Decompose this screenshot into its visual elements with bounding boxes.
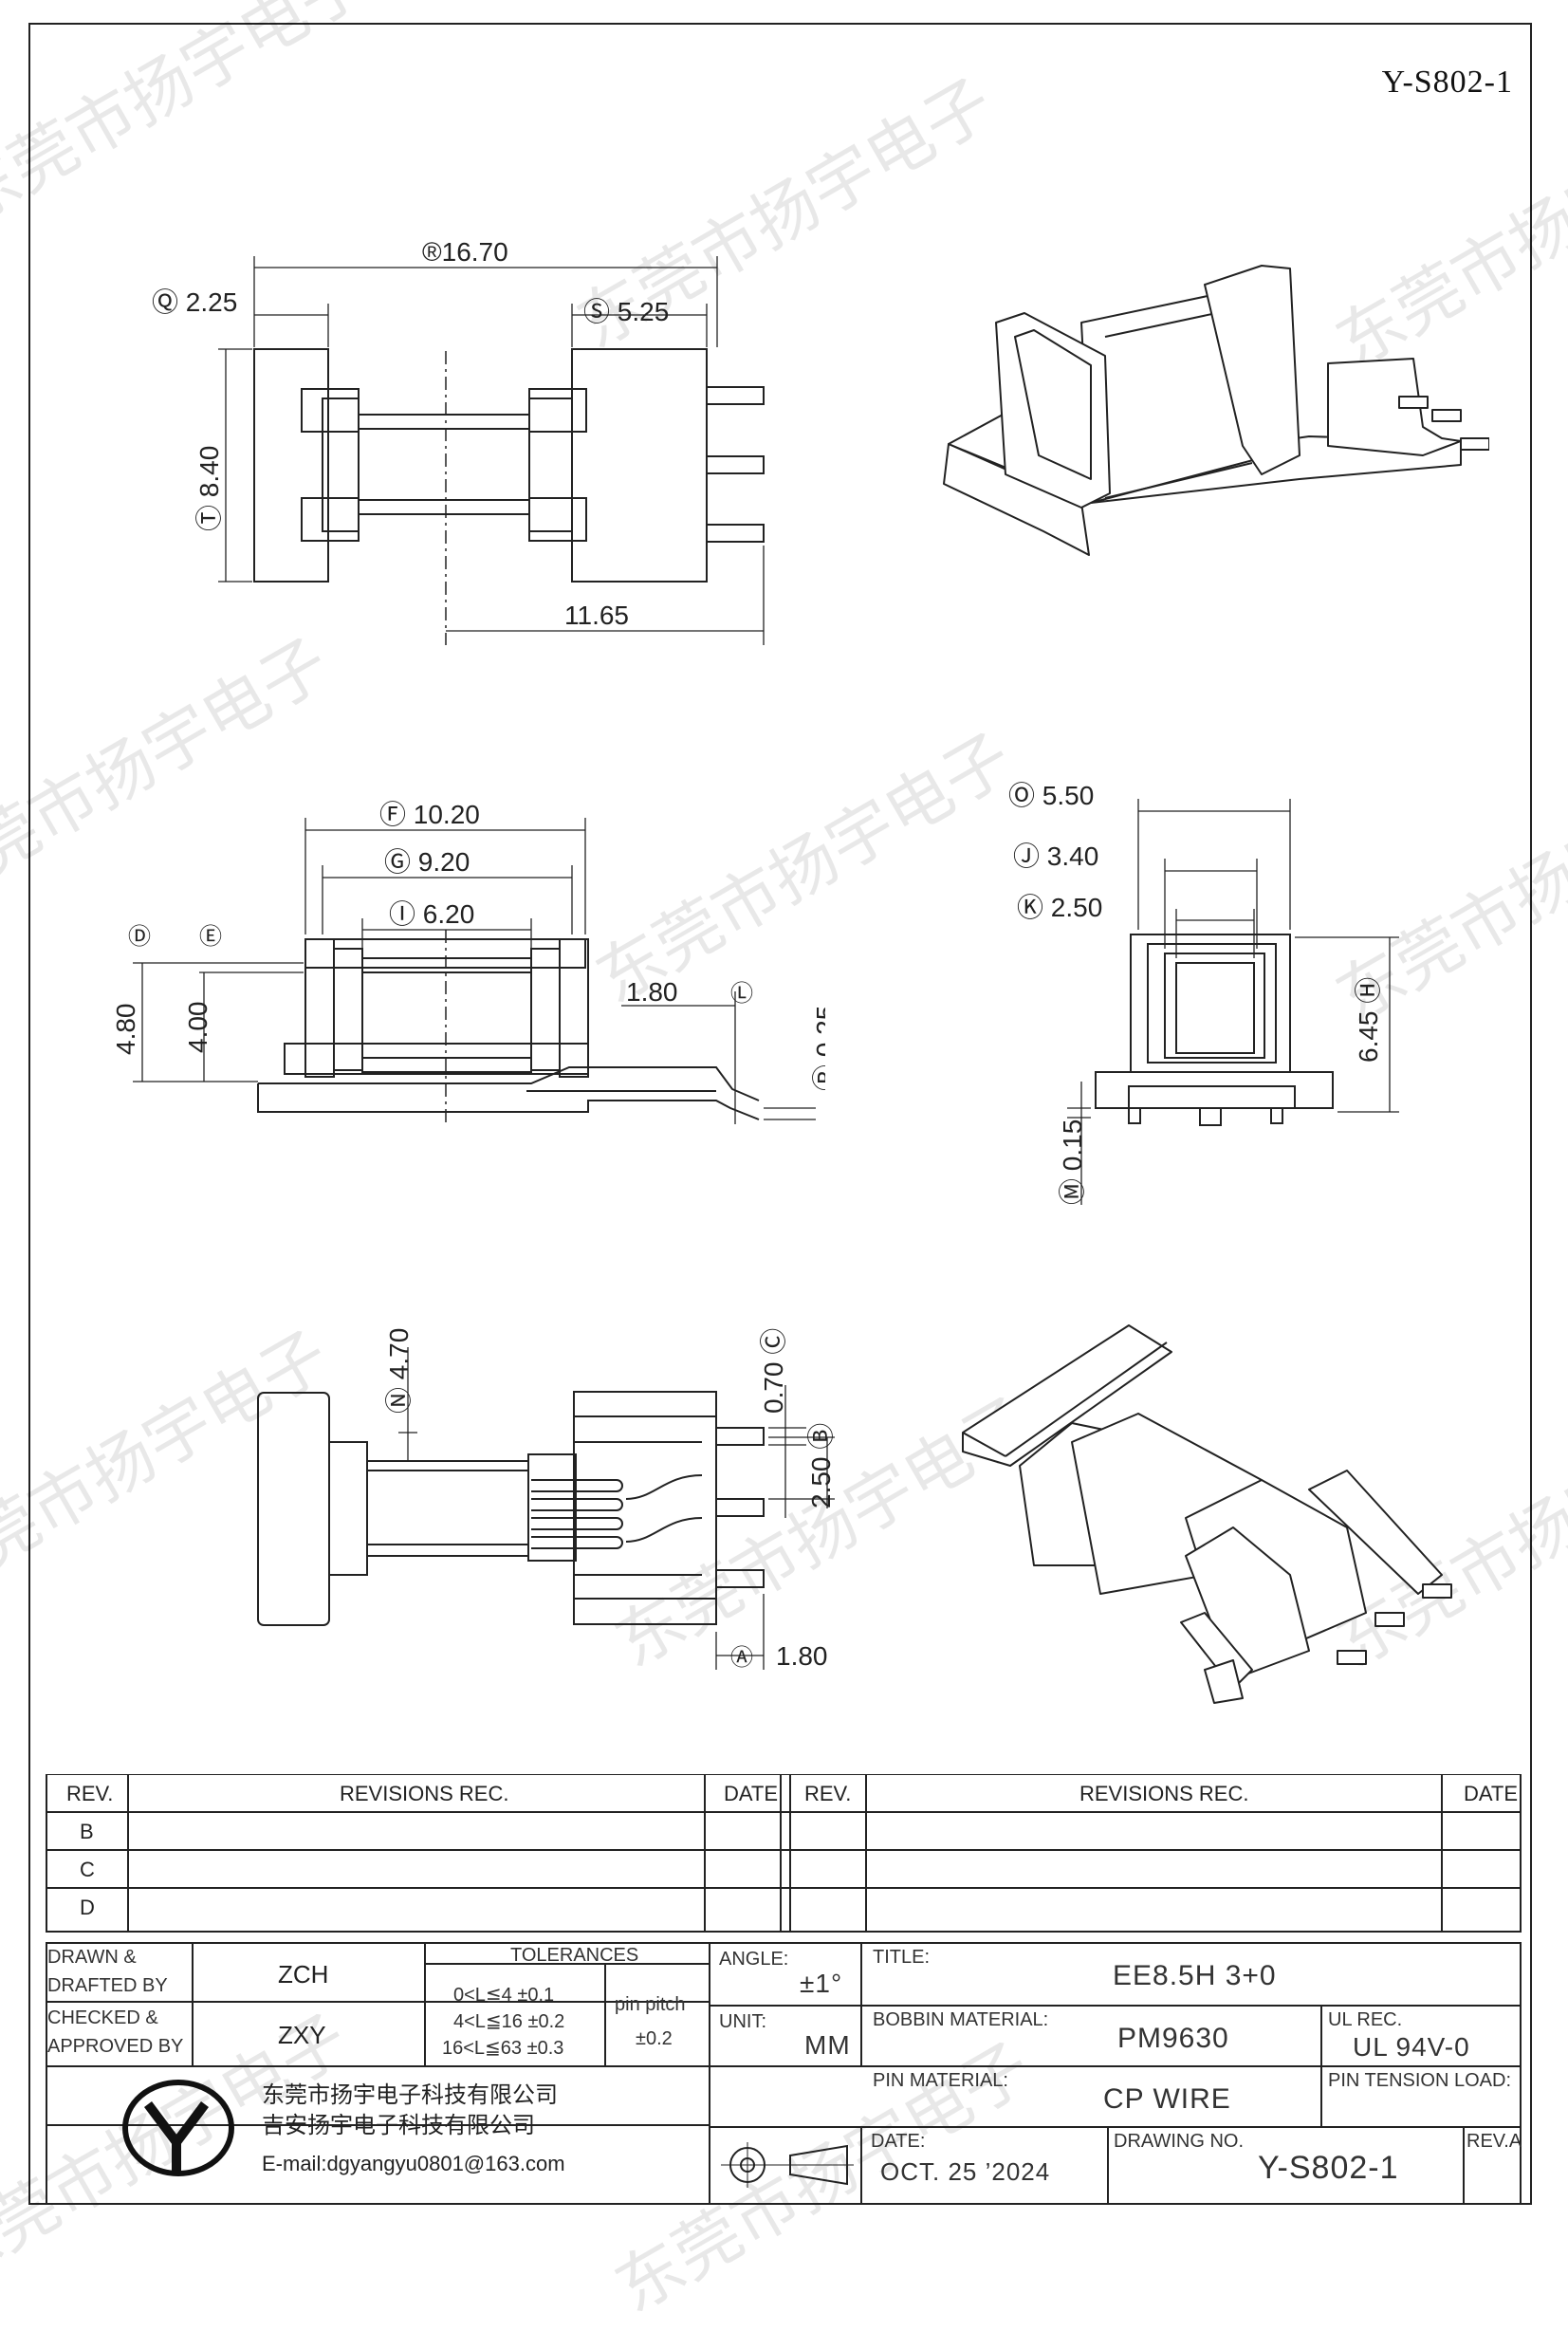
drawn-by-value: ZCH [278, 1960, 329, 1989]
dim-d-marker: Ⓓ [128, 924, 151, 950]
dim-g-label: Ⓖ 9.20 [384, 847, 470, 877]
title-label: TITLE: [873, 1947, 931, 1968]
pin-tension-label: PIN TENSION LOAD: [1328, 2070, 1512, 2091]
company-name-1: 东莞市扬宇电子科技有限公司 [262, 2081, 558, 2108]
bobbin-material-label: BOBBIN MATERIAL: [873, 2009, 1049, 2030]
unit-label: UNIT: [719, 2011, 766, 2032]
date-value: OCT. 25 ’2024 [880, 2157, 1051, 2186]
bobbin-material-value: PM9630 [1117, 2023, 1229, 2054]
unit-value: MM [804, 2030, 851, 2060]
dim-e-marker: Ⓔ [199, 924, 222, 950]
pin-material-value: CP WIRE [1103, 2083, 1231, 2115]
drawing-no-label: DRAWING NO. [1114, 2131, 1245, 2152]
rev-header-rec-2: REVISIONS REC. [1079, 1782, 1249, 1805]
dim-l-marker: Ⓛ [730, 981, 753, 1007]
isometric-view-bottom [962, 1324, 1452, 1704]
dim-c-label: 0.70 Ⓒ [759, 1328, 788, 1414]
rev-header-rev-2: REV. [804, 1782, 852, 1805]
title-value: EE8.5H 3+0 [1113, 1960, 1277, 1991]
angle-label: ANGLE: [719, 1949, 789, 1970]
dim-r-label: ®16.70 [422, 237, 508, 267]
dim-e-value: 4.00 [183, 1002, 212, 1054]
date-label: DATE: [871, 2131, 926, 2152]
bottom-view-drawing: Ⓝ 4.70 0.70 Ⓒ 2.50 Ⓑ Ⓐ 1.80 [257, 1328, 836, 1671]
rev-row-b: B [80, 1820, 94, 1843]
company-name-2: 吉安扬宇电子科技有限公司 [262, 2112, 535, 2138]
dim-f-label: Ⓕ 10.20 [379, 800, 480, 829]
dim-j-label: Ⓙ 3.40 [1013, 842, 1098, 871]
dim-h-label: 6.45 Ⓗ [1354, 977, 1383, 1063]
company-logo [121, 2076, 235, 2180]
dim-a-marker: Ⓐ [730, 1645, 753, 1671]
dim-a-label: 1.80 [776, 1641, 828, 1671]
angle-value: ±1° [800, 1969, 843, 1998]
top-view-drawing: ®16.70 Ⓠ 2.25 Ⓢ 5.25 Ⓣ 8.40 11.65 [152, 237, 765, 645]
tolerance-row-3: 16<L≦63 ±0.3 [442, 2038, 564, 2059]
dim-m-label: Ⓜ 0.15 [1058, 1119, 1087, 1205]
dim-s-label: Ⓢ 5.25 [583, 297, 669, 326]
dim-b-label: 2.50 Ⓑ [806, 1423, 836, 1508]
rev-header-rev-1: REV. [66, 1782, 114, 1805]
rev-row-c: C [80, 1858, 95, 1881]
end-view-drawing: Ⓞ 5.50 Ⓙ 3.40 Ⓚ 2.50 6.45 Ⓗ Ⓜ 0.15 [1008, 781, 1399, 1205]
drawn-label-1: DRAWN & [47, 1947, 137, 1968]
dim-p-label: Ⓟ 0.25 [811, 1006, 825, 1091]
rev-header-date-2: DATE [1464, 1782, 1519, 1805]
rev-label: REV.A [1467, 2131, 1522, 2152]
side-view-drawing: Ⓕ 10.20 Ⓖ 9.20 Ⓘ 6.20 Ⓓ Ⓔ 4.80 4.00 1.80… [111, 800, 825, 1124]
company-email: E-mail:dgyangyu0801@163.com [262, 2152, 565, 2175]
tolerance-row-2: 4<L≦16 ±0.2 [453, 2011, 565, 2032]
title-block-grid [46, 1774, 1522, 2205]
pin-pitch-value: ±0.2 [636, 2028, 673, 2049]
drawing-number-top: Y-S802-1 [1381, 65, 1513, 100]
dim-pitch-label: 11.65 [564, 601, 629, 630]
pin-material-label: PIN MATERIAL: [873, 2070, 1008, 2091]
dim-n-label: Ⓝ 4.70 [384, 1328, 414, 1414]
dim-k-label: Ⓚ 2.50 [1017, 893, 1102, 922]
tolerance-row-1: 0<L≦4 ±0.1 [453, 1985, 555, 2006]
dim-i-label: Ⓘ 6.20 [389, 899, 474, 929]
ul-rec-value: UL 94V-0 [1353, 2032, 1470, 2062]
dim-d-value: 4.80 [111, 1004, 140, 1056]
drawing-no-value: Y-S802-1 [1258, 2150, 1399, 2186]
checked-label-1: CHECKED & [47, 2007, 158, 2028]
dim-l-value: 1.80 [626, 977, 678, 1007]
isometric-view-top [943, 265, 1489, 556]
title-block: REV. REVISIONS REC. DATE REV. REVISIONS … [46, 1774, 1522, 2205]
dim-q-label: Ⓠ 2.25 [152, 287, 237, 317]
checked-label-2: APPROVED BY [47, 2036, 184, 2057]
drawn-label-2: DRAFTED BY [47, 1975, 168, 1996]
checked-by-value: ZXY [278, 2021, 326, 2049]
tolerances-label: TOLERANCES [510, 1945, 639, 1966]
pin-pitch-label: pin pitch [615, 1994, 686, 2015]
dim-t-label: Ⓣ 8.40 [194, 446, 224, 531]
dim-o-label: Ⓞ 5.50 [1008, 781, 1094, 810]
ul-rec-label: UL REC. [1328, 2009, 1403, 2030]
rev-header-rec-1: REVISIONS REC. [340, 1782, 509, 1805]
rev-row-d: D [80, 1896, 95, 1919]
rev-header-date-1: DATE [724, 1782, 779, 1805]
